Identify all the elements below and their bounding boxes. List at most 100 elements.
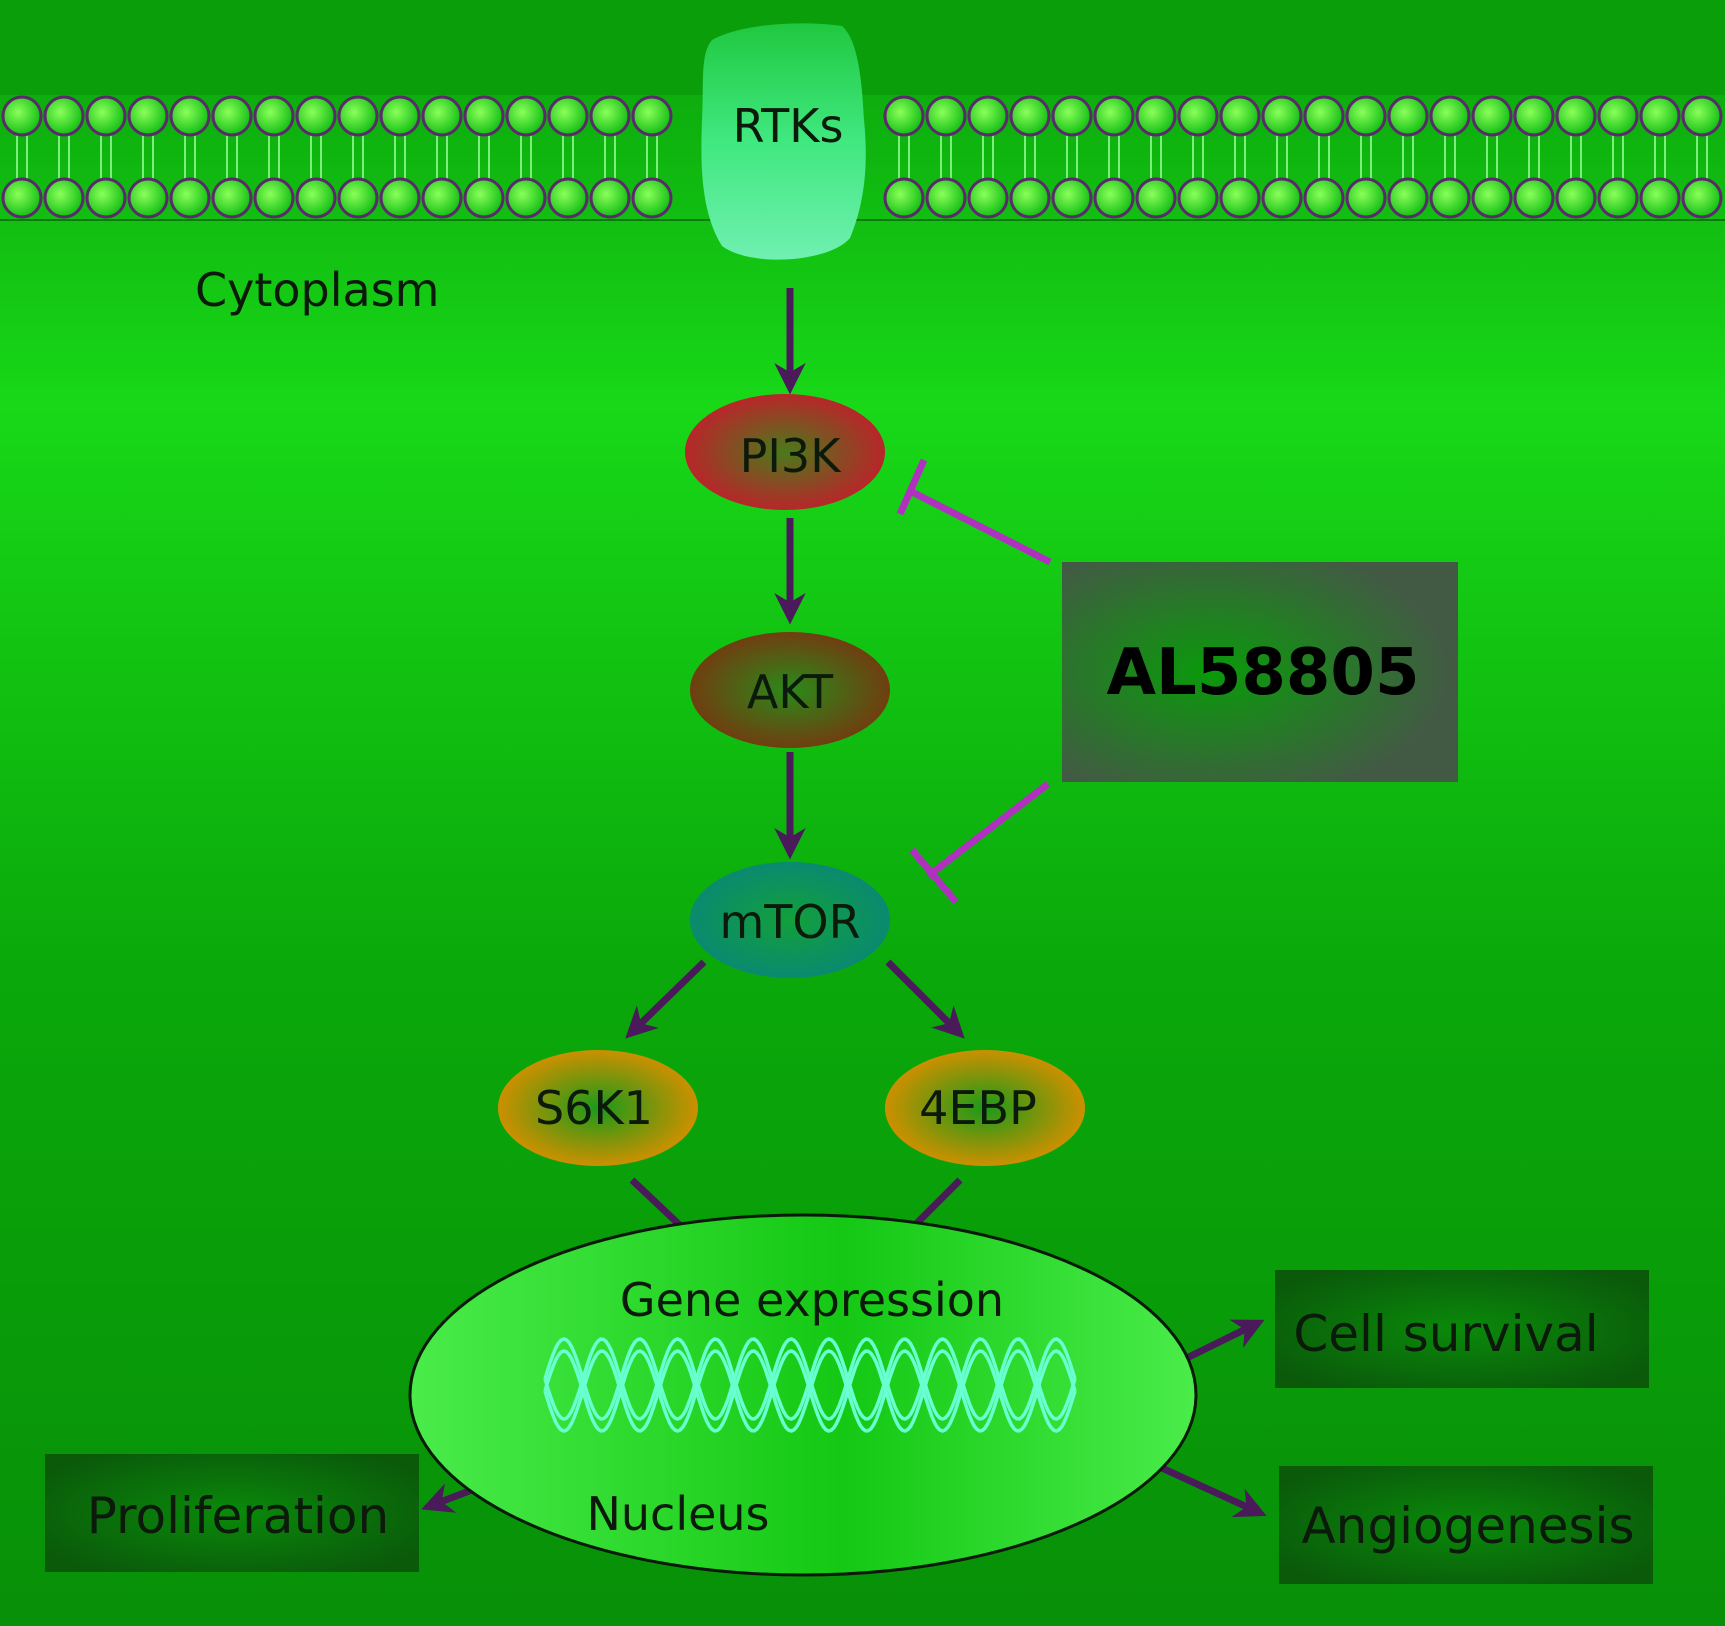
lipid-head [337, 95, 379, 137]
lipid-head [589, 177, 631, 219]
lipid-head [1513, 95, 1555, 137]
lipid-head [1135, 177, 1177, 219]
lipid-head [211, 95, 253, 137]
lipid-head [631, 95, 673, 137]
al58805-label: AL58805 [1106, 636, 1420, 710]
4ebp-node [885, 1050, 1085, 1166]
lipid-head [337, 177, 379, 219]
lipid-head [169, 177, 211, 219]
lipid-head [295, 177, 337, 219]
lipid-head [1009, 177, 1051, 219]
dna-strand [543, 1337, 1077, 1421]
proliferation-box [45, 1454, 419, 1572]
inhibition-bar-pi3k [896, 458, 928, 516]
lipid-head [43, 95, 85, 137]
lipid-head [295, 95, 337, 137]
lipid-head [127, 95, 169, 137]
lipid-head [1471, 177, 1513, 219]
lipid-head [1429, 177, 1471, 219]
lipid-head [883, 95, 925, 137]
s6k1-node [498, 1050, 698, 1166]
lipid-head [1219, 177, 1261, 219]
lipid-head [1303, 95, 1345, 137]
lipid-head [967, 177, 1009, 219]
lipid-head [1681, 177, 1723, 219]
lipid-head [1303, 177, 1345, 219]
inhibition-al58805-pi3k [910, 488, 1052, 566]
lipid-head [1429, 95, 1471, 137]
rtk-receptor [701, 23, 866, 260]
al58805-box [1062, 562, 1458, 782]
lipid-head [1093, 95, 1135, 137]
lipid-head [1093, 177, 1135, 219]
lipid-head [1345, 95, 1387, 137]
lipid-head [1, 177, 43, 219]
inhibition-bar-mtor [909, 847, 959, 905]
lipid-head [1555, 95, 1597, 137]
4ebp-label: 4EBP [919, 1081, 1037, 1135]
cytoplasm-label: Cytoplasm [195, 263, 440, 317]
inhibition-al58805-mtor [925, 781, 1051, 879]
lipid-head [1387, 177, 1429, 219]
lipid-head [1, 95, 43, 137]
lipid-head [1261, 177, 1303, 219]
lipid-head [211, 177, 253, 219]
dna-strand [543, 1349, 1077, 1433]
lipid-head [1219, 95, 1261, 137]
lipid-head [1555, 177, 1597, 219]
cell-survival-box [1275, 1270, 1649, 1388]
lipid-head [547, 177, 589, 219]
lipid-head [127, 177, 169, 219]
lipid-head [1345, 177, 1387, 219]
lipid-head [1177, 177, 1219, 219]
lipid-head [1051, 95, 1093, 137]
lipid-head [631, 177, 673, 219]
lipid-head [43, 177, 85, 219]
pi3k-node [685, 394, 885, 510]
lipid-head [379, 177, 421, 219]
lipid-head [85, 95, 127, 137]
lipid-head [589, 95, 631, 137]
lipid-head [967, 95, 1009, 137]
lipid-head [1513, 177, 1555, 219]
lipid-head [1135, 95, 1177, 137]
inhibition-lines [896, 458, 1052, 905]
nucleus-label: Nucleus [586, 1487, 770, 1541]
lipid-head [463, 177, 505, 219]
lipid-head [505, 95, 547, 137]
lipid-head [1261, 95, 1303, 137]
arrow-mtor-s6k1 [625, 959, 707, 1039]
lipid-head [1639, 95, 1681, 137]
cell-membrane [0, 95, 1725, 221]
nucleus [408, 1213, 1198, 1577]
lipid-head [1681, 95, 1723, 137]
cell-survival-label: Cell survival [1293, 1305, 1599, 1363]
lipid-head [1177, 95, 1219, 137]
s6k1-label: S6K1 [535, 1081, 653, 1135]
lipid-head [883, 177, 925, 219]
angiogenesis-box [1279, 1466, 1653, 1584]
lipid-head [505, 177, 547, 219]
dna-helix [543, 1337, 1077, 1433]
lipid-head [925, 177, 967, 219]
lipid-head [925, 95, 967, 137]
mtor-label: mTOR [719, 895, 861, 949]
lipid-head [253, 95, 295, 137]
gene-expression-label: Gene expression [619, 1273, 1005, 1327]
akt-node [690, 632, 890, 748]
arrow-mtor-4ebp [885, 959, 965, 1039]
akt-label: AKT [746, 665, 834, 719]
pi3k-label: PI3K [739, 429, 841, 483]
rtks-label: RTKs [732, 99, 844, 153]
lipid-head [547, 95, 589, 137]
lipid-head [253, 177, 295, 219]
angiogenesis-label: Angiogenesis [1301, 1497, 1635, 1555]
lipid-head [1009, 95, 1051, 137]
lipid-head [1051, 177, 1093, 219]
lipid-head [1639, 177, 1681, 219]
lipid-head [463, 95, 505, 137]
lipid-head [1597, 95, 1639, 137]
lipid-head [1387, 95, 1429, 137]
